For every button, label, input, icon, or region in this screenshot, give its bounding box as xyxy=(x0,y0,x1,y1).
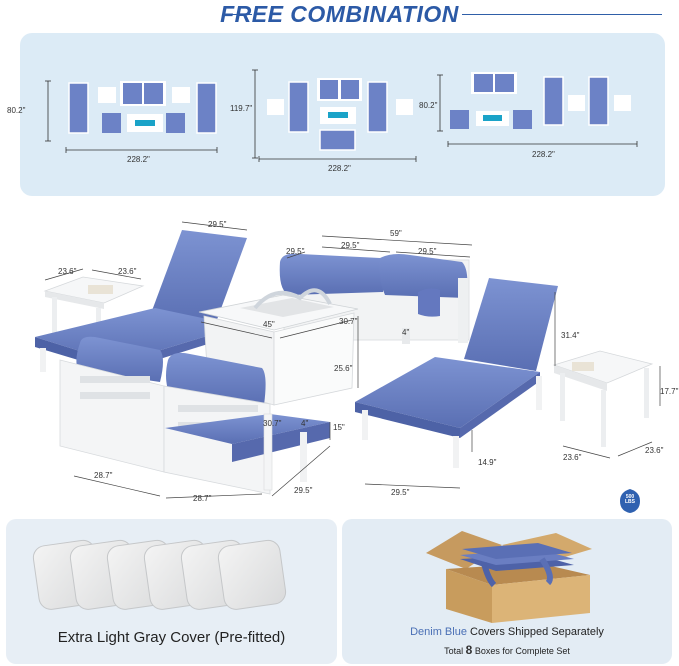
blue-cover-panel: Denim Blue Covers Shipped Separately Tot… xyxy=(342,519,672,664)
dim-chair-height: 15" xyxy=(333,423,345,432)
dim-sofa-seat-right: 29.5" xyxy=(418,247,437,256)
header-rule-right xyxy=(462,14,662,15)
layout-1 xyxy=(45,80,218,153)
blue-cover-caption: Denim Blue Covers Shipped Separately xyxy=(342,626,672,638)
combination-panel: 80.2" 228.2" 119.7" 228.2" 80.2" 228.2" xyxy=(7,33,665,196)
dim-sofa-side: 29.5" xyxy=(286,247,305,256)
front-chairs xyxy=(59,336,330,495)
layout-3 xyxy=(437,72,638,147)
dim-sofa-total: 59" xyxy=(390,229,402,238)
page-title: FREE COMBINATION xyxy=(220,1,459,27)
header: FREE COMBINATION xyxy=(0,0,679,30)
dim-lounger-seat-height: 14.9" xyxy=(478,458,497,467)
combination-layouts xyxy=(45,69,638,162)
dim-chair-arm: 4" xyxy=(301,419,309,428)
dim-side-table-a: 23.6" xyxy=(58,267,77,276)
layout-2 xyxy=(252,69,417,162)
layout-3-width: 228.2" xyxy=(532,150,555,159)
weight-badge xyxy=(620,489,640,513)
boxes-prefix: Total xyxy=(444,646,466,656)
layout-2-width: 228.2" xyxy=(328,164,351,173)
badge-weight: 500 xyxy=(625,494,635,500)
dim-table-height: 25.6" xyxy=(334,364,353,373)
dim-sofa-seat-left: 29.5" xyxy=(341,241,360,250)
dim-table-width: 30.7" xyxy=(339,317,358,326)
left-side-table xyxy=(43,276,145,352)
right-side-table xyxy=(552,350,654,447)
blue-cover-color: Denim Blue xyxy=(410,626,467,638)
dim-chair-depth: 30.7" xyxy=(263,419,282,428)
layout-1-depth: 80.2" xyxy=(7,106,26,115)
boxes-suffix: Boxes for Complete Set xyxy=(472,646,570,656)
layout-1-width: 228.2" xyxy=(127,155,150,164)
dim-lounger-width: 29.5" xyxy=(391,488,410,497)
boxes-count: 8 xyxy=(465,643,473,657)
layout-3-depth: 80.2" xyxy=(419,101,438,110)
boxes-caption: Total 8 Boxes for Complete Set xyxy=(342,643,672,657)
dim-lounger-height: 31.4" xyxy=(561,331,580,340)
shipping-box xyxy=(426,531,592,623)
dim-right-table-width: 23.6" xyxy=(563,453,582,462)
furniture-dimensions: 29.5" 23.6" 23.6" 59" 29.5" 29.5" 29.5" … xyxy=(0,200,679,515)
gray-cover-panel: Extra Light Gray Cover (Pre-fitted) xyxy=(6,519,337,664)
dimension-lines xyxy=(44,221,661,499)
blue-cover-text: Covers Shipped Separately xyxy=(466,626,604,638)
dim-sofa-arm: 4" xyxy=(402,328,410,337)
weight-capacity-badge: 500 LBS xyxy=(619,489,641,513)
layout-2-depth: 119.7" xyxy=(230,104,253,113)
dim-side-table-b: 23.6" xyxy=(118,267,137,276)
gray-cushion-covers xyxy=(32,539,287,610)
right-lounger xyxy=(355,278,558,468)
furniture-illustration xyxy=(35,221,661,513)
dim-right-table-depth: 23.6" xyxy=(645,446,664,455)
dim-chair-width-a: 28.7" xyxy=(94,471,113,480)
dim-chair-side: 29.5" xyxy=(294,486,313,495)
dim-table-length: 45" xyxy=(263,320,275,329)
dim-lounger-back: 29.5" xyxy=(208,220,227,229)
dim-chair-width-b: 28.7" xyxy=(193,494,212,503)
badge-unit: LBS xyxy=(625,499,635,505)
dim-right-table-height: 17.7" xyxy=(660,387,679,396)
gray-cover-caption: Extra Light Gray Cover (Pre-fitted) xyxy=(57,629,286,646)
header-rule-left xyxy=(232,14,252,15)
